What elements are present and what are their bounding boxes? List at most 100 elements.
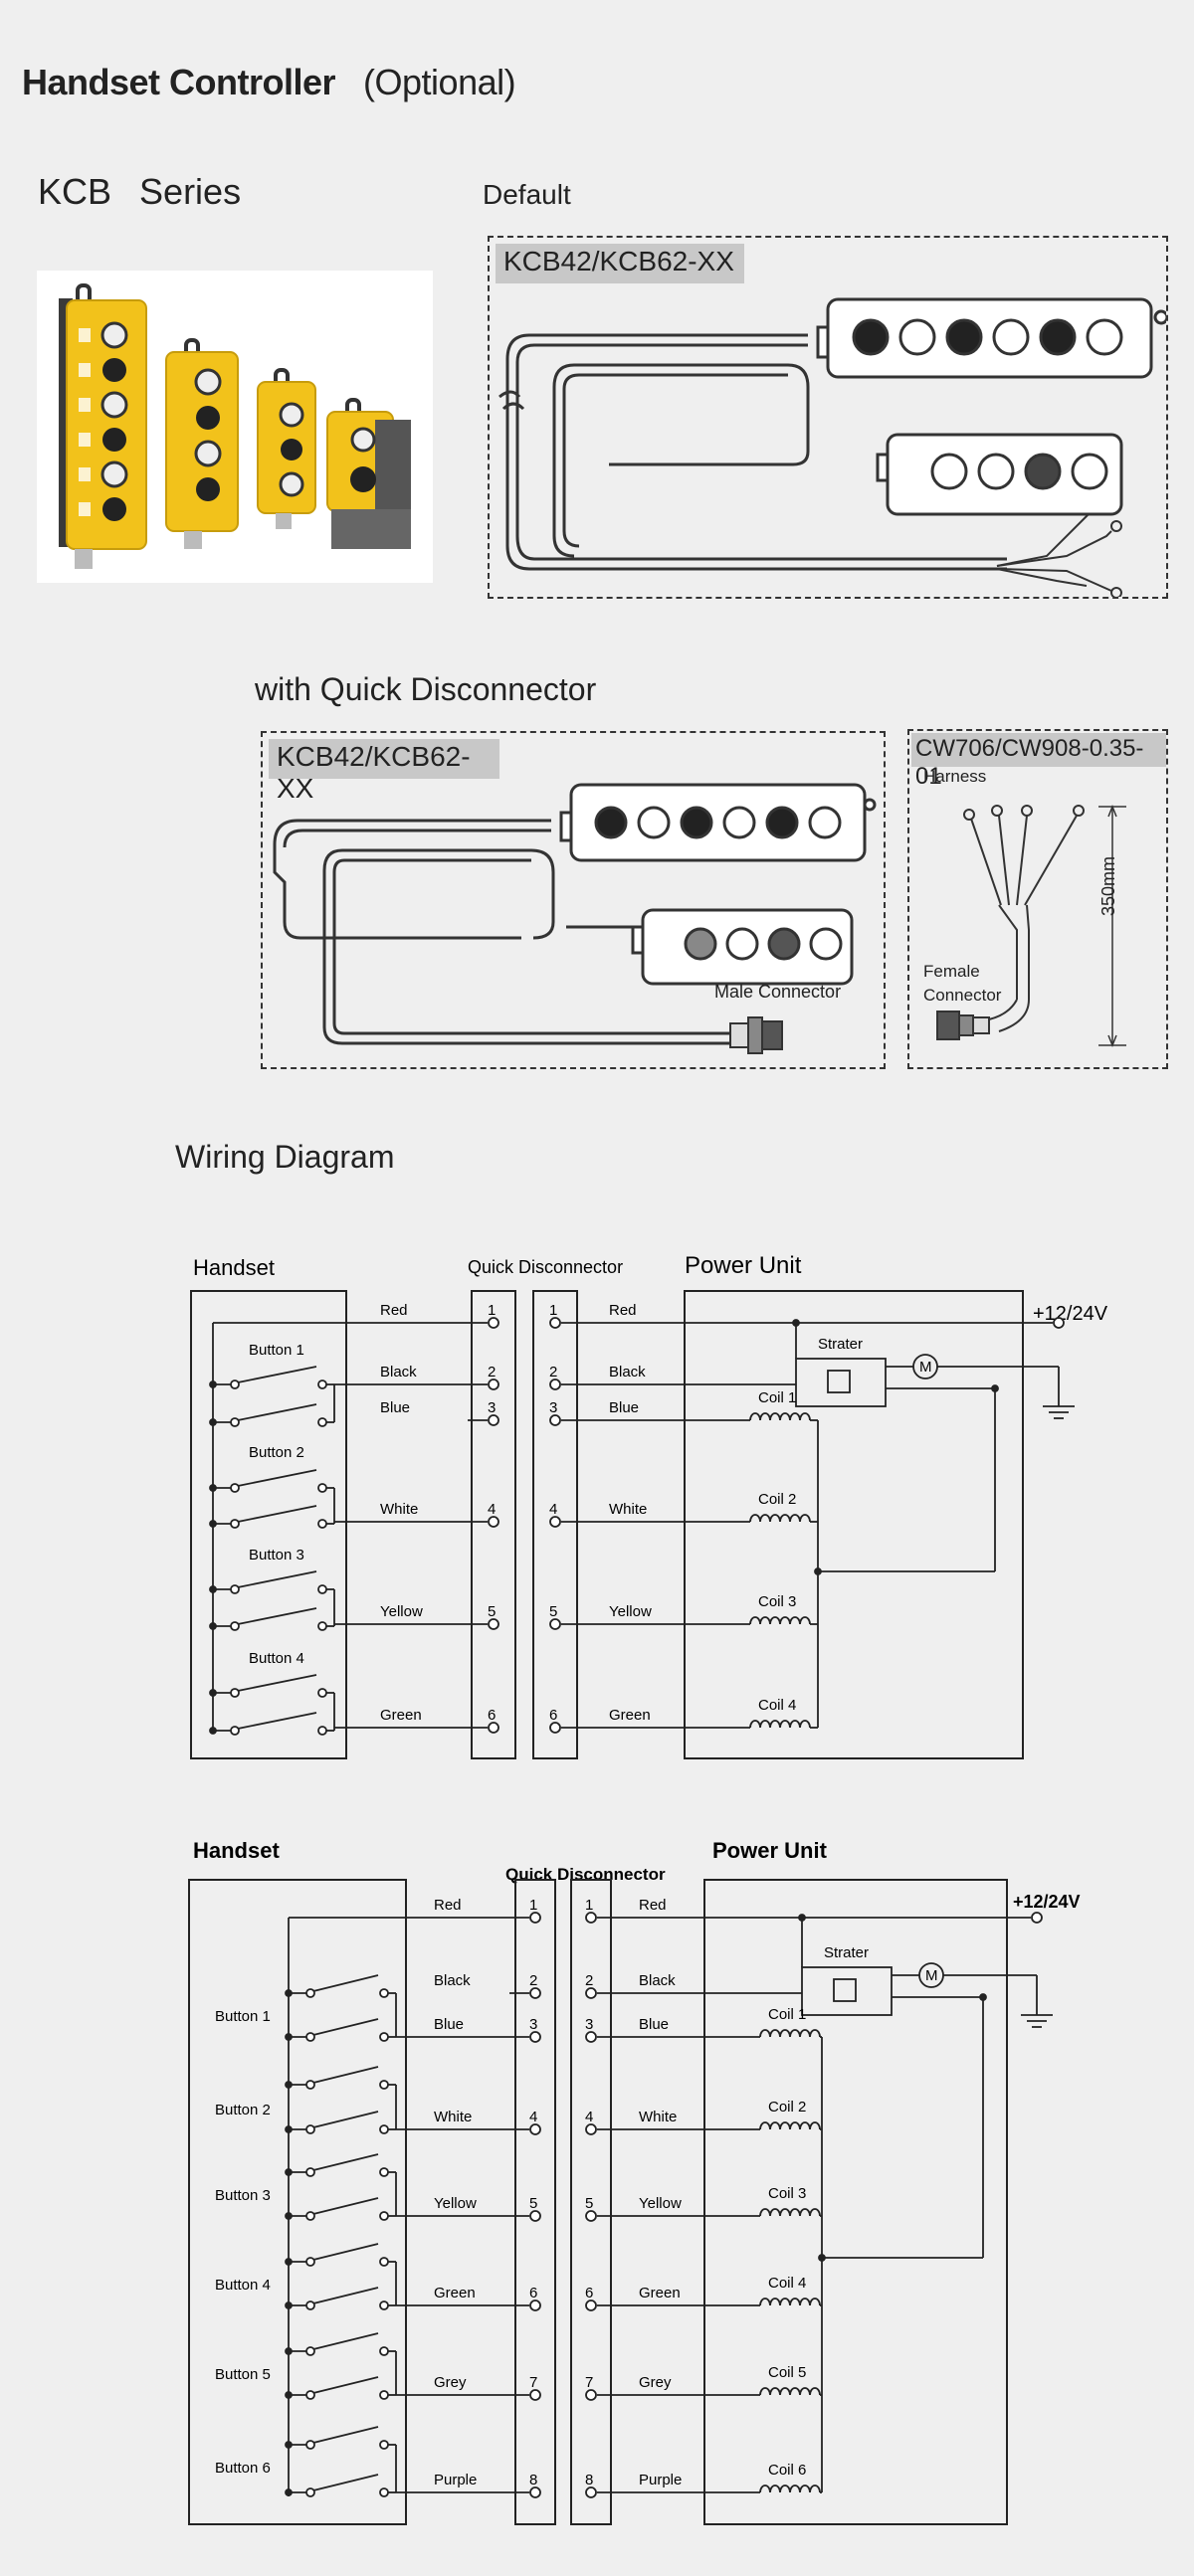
pin-terminal bbox=[549, 1317, 561, 1329]
male-connector-shape bbox=[729, 1016, 783, 1054]
junction-dot bbox=[285, 2033, 293, 2041]
wire-label-right: Yellow bbox=[609, 1603, 652, 1620]
switch-contact bbox=[379, 2346, 389, 2356]
switch-contact bbox=[317, 1519, 327, 1529]
w1-qd-female-block bbox=[532, 1290, 578, 1759]
junction-dot bbox=[792, 1319, 800, 1327]
handset-mushroom-image bbox=[326, 398, 411, 549]
switch-contact bbox=[379, 2300, 389, 2310]
switch-contact bbox=[317, 1483, 327, 1493]
wire-label-left: Green bbox=[434, 2285, 476, 2301]
motor-label: M bbox=[919, 1359, 932, 1376]
coil-shape bbox=[749, 1616, 811, 1625]
coil-label: Coil 6 bbox=[768, 2462, 806, 2479]
strater-box bbox=[801, 1966, 893, 2016]
junction-dot bbox=[285, 2301, 293, 2309]
wire-label-right: White bbox=[639, 2109, 677, 2125]
button-label: Button 2 bbox=[249, 1444, 304, 1461]
pin-terminal bbox=[529, 2486, 541, 2498]
coil-label: Coil 2 bbox=[758, 1491, 796, 1508]
switch-contact bbox=[379, 2124, 389, 2134]
female-connector-label-1: Female bbox=[923, 962, 980, 981]
pin-terminal bbox=[585, 2031, 597, 2043]
coil-label: Coil 4 bbox=[768, 2275, 806, 2292]
wire-label-left: Blue bbox=[380, 1399, 410, 1416]
pin-label: 8 bbox=[529, 2472, 537, 2488]
wire-label-left: Black bbox=[380, 1364, 417, 1380]
pin-label: 2 bbox=[585, 1972, 593, 1989]
wire-label-left: Purple bbox=[434, 2472, 477, 2488]
pin-terminal bbox=[549, 1618, 561, 1630]
pin-terminal bbox=[488, 1414, 499, 1426]
switch-contact bbox=[230, 1688, 240, 1698]
junction-dot bbox=[814, 1567, 822, 1575]
w1-supply-label: +12/24V bbox=[1033, 1303, 1108, 1325]
switch-blade bbox=[237, 1712, 317, 1730]
pin-label: 7 bbox=[585, 2374, 593, 2391]
pin-terminal bbox=[585, 2389, 597, 2401]
junction-dot bbox=[285, 2168, 293, 2176]
switch-contact bbox=[317, 1726, 327, 1736]
wire-label-right: Black bbox=[639, 1972, 676, 1989]
coil-shape bbox=[749, 1514, 811, 1523]
junction-dot bbox=[209, 1520, 217, 1528]
wire-label-right: Black bbox=[609, 1364, 646, 1380]
pin-terminal bbox=[488, 1317, 499, 1329]
coil-shape bbox=[759, 2298, 821, 2306]
motor-label: M bbox=[925, 1967, 938, 1984]
pin-terminal bbox=[585, 2210, 597, 2222]
wire-label-left: Grey bbox=[434, 2374, 467, 2391]
pin-terminal bbox=[529, 2300, 541, 2311]
junction-dot bbox=[285, 2258, 293, 2266]
coil-shape bbox=[759, 2484, 821, 2493]
wire-label-left: Yellow bbox=[380, 1603, 423, 1620]
junction-dot bbox=[285, 2391, 293, 2399]
wire-label-left: Red bbox=[434, 1897, 462, 1914]
switch-contact bbox=[317, 1380, 327, 1389]
junction-dot bbox=[285, 2125, 293, 2133]
pin-label: 7 bbox=[529, 2374, 537, 2391]
junction-dot bbox=[209, 1727, 217, 1735]
switch-contact bbox=[317, 1621, 327, 1631]
w2-supply-label: +12/24V bbox=[1013, 1892, 1081, 1912]
male-connector-label: Male Connector bbox=[714, 982, 842, 1002]
handset-2-button-image bbox=[257, 368, 316, 529]
pin-label: 5 bbox=[585, 2195, 593, 2212]
pin-terminal bbox=[488, 1722, 499, 1734]
quick-diagram-box: KCB42/KCB62-XX bbox=[261, 731, 886, 1069]
quick-model-tag: KCB42/KCB62-XX bbox=[269, 739, 499, 804]
w1-power-unit-box bbox=[684, 1290, 1024, 1759]
pin-terminal bbox=[549, 1379, 561, 1390]
product-photo-drawing bbox=[59, 283, 411, 569]
pin-terminal bbox=[585, 2486, 597, 2498]
button-label: Button 3 bbox=[215, 2187, 271, 2204]
coil-label: Coil 3 bbox=[768, 2185, 806, 2202]
coil-label: Coil 1 bbox=[768, 2006, 806, 2023]
female-connector-label-2: Connector bbox=[923, 986, 1002, 1005]
harness-length-dimension: 350mm bbox=[1098, 855, 1118, 916]
coil-shape bbox=[749, 1720, 811, 1729]
switch-contact bbox=[317, 1584, 327, 1594]
switch-contact bbox=[305, 2080, 315, 2090]
switch-contact bbox=[305, 1988, 315, 1998]
junction-dot bbox=[285, 1989, 293, 1997]
harness-drawing bbox=[936, 804, 1126, 1048]
junction-dot bbox=[798, 1914, 806, 1922]
pin-label: 5 bbox=[488, 1603, 496, 1620]
pin-label: 1 bbox=[529, 1897, 537, 1914]
pin-label: 3 bbox=[549, 1399, 557, 1416]
pin-terminal bbox=[488, 1516, 499, 1528]
switch-blade bbox=[312, 2153, 379, 2171]
coil-shape bbox=[759, 2029, 821, 2038]
w2-handset-box bbox=[188, 1879, 407, 2525]
junction-dot bbox=[285, 2441, 293, 2449]
switch-blade bbox=[312, 2376, 379, 2394]
w1-wires bbox=[209, 1317, 1075, 1736]
wire-label-left: Yellow bbox=[434, 2195, 477, 2212]
switch-contact bbox=[379, 2257, 389, 2267]
junction-dot bbox=[285, 2347, 293, 2355]
switch-contact bbox=[305, 2346, 315, 2356]
w2-qd-female-block bbox=[570, 1879, 612, 2525]
